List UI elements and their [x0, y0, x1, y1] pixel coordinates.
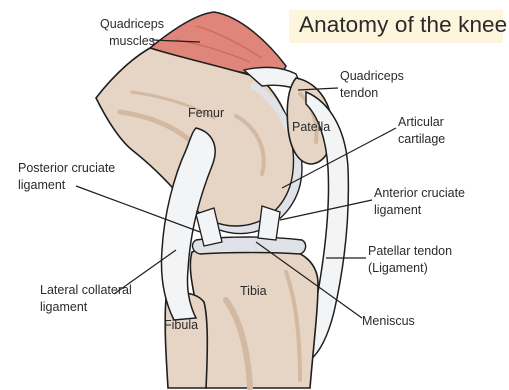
label-tibia: Tibia: [240, 284, 267, 298]
label-anterior-cruciate: Anterior cruciate ligament: [374, 185, 465, 219]
label-lateral-collateral: Lateral collateral ligament: [40, 282, 132, 316]
label-patella: Patella: [292, 120, 330, 134]
label-fibula: Fibula: [164, 318, 198, 332]
label-quadriceps-tendon: Quadriceps tendon: [340, 68, 404, 102]
label-patellar-tendon: Patellar tendon (Ligament): [368, 243, 452, 277]
label-femur: Femur: [188, 106, 224, 120]
label-quadriceps-muscles: Quadriceps muscles: [94, 16, 170, 50]
anterior-cruciate-shape: [258, 206, 280, 240]
label-articular-cartilage: Articular cartilage: [398, 114, 445, 148]
page-title: Anatomy of the knee: [299, 12, 507, 38]
label-posterior-cruciate: Posterior cruciate ligament: [18, 160, 115, 194]
label-meniscus: Meniscus: [362, 313, 415, 330]
